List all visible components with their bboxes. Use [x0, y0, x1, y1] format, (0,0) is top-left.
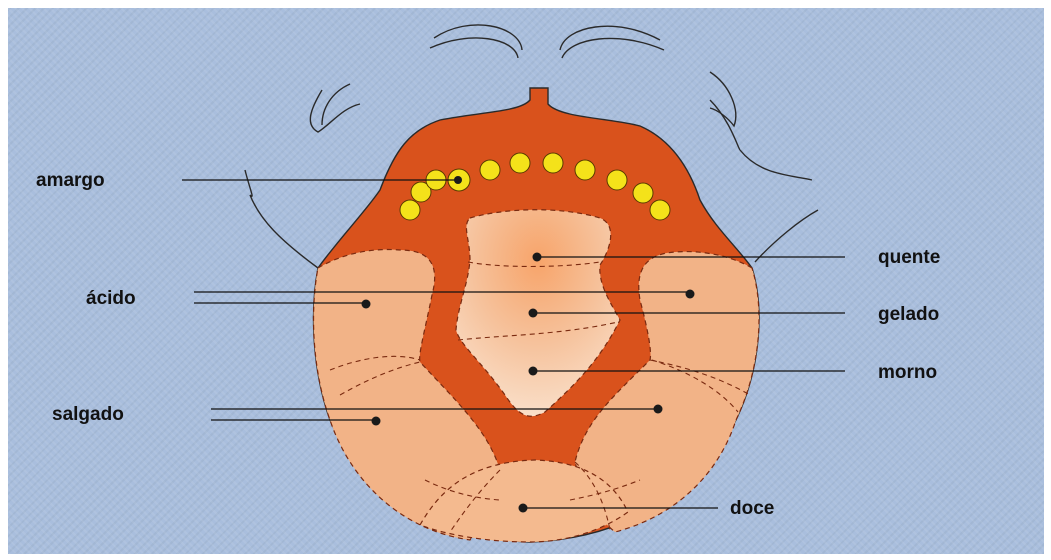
dot-morno [529, 367, 538, 376]
label-morno: morno [878, 362, 937, 383]
papilla [400, 200, 420, 220]
dot-salgado-left [372, 417, 381, 426]
dot-amargo [454, 176, 462, 184]
dot-acido-right [686, 290, 695, 299]
papilla [633, 183, 653, 203]
dot-gelado [529, 309, 538, 318]
label-acido: ácido [86, 288, 136, 309]
papilla [575, 160, 595, 180]
label-salgado: salgado [52, 404, 124, 425]
papilla [480, 160, 500, 180]
dot-quente [533, 253, 542, 262]
label-gelado: gelado [878, 304, 939, 325]
papilla [543, 153, 563, 173]
dot-acido-left [362, 300, 371, 309]
papilla [650, 200, 670, 220]
dot-salgado-right [654, 405, 663, 414]
label-amargo: amargo [36, 170, 105, 191]
label-doce: doce [730, 498, 774, 519]
papilla [510, 153, 530, 173]
dot-doce [519, 504, 528, 513]
papilla [607, 170, 627, 190]
label-quente: quente [878, 247, 940, 268]
